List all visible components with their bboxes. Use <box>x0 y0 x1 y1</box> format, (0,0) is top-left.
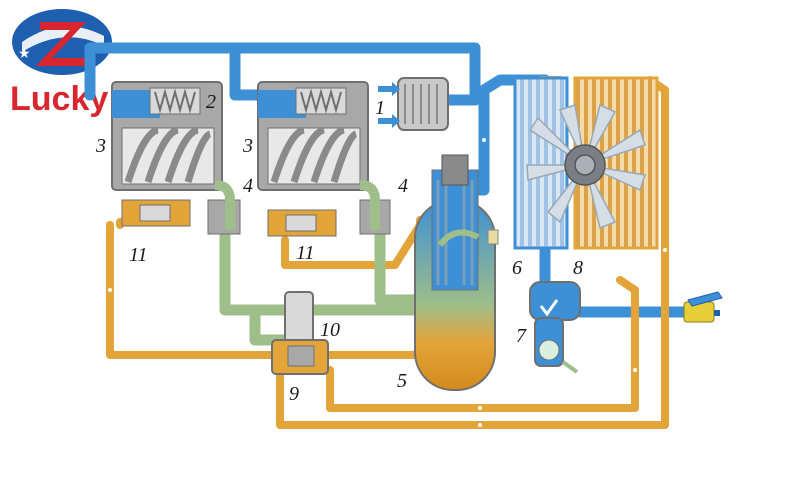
separator-element <box>431 169 479 291</box>
drain-bowl <box>538 339 560 361</box>
label-oil-filter: 9 <box>289 383 299 405</box>
oil-separator-tank <box>414 154 499 391</box>
intake-chamber <box>112 90 160 118</box>
label-compressor-left: 3 <box>95 135 106 157</box>
label-compressor-right: 3 <box>242 135 253 157</box>
swirl-arrow-icon <box>437 229 480 247</box>
component-labels: 1 2 3 3 4 4 5 6 7 8 9 10 11 11 <box>95 91 583 405</box>
intake-chamber <box>258 90 306 118</box>
moisture-separator <box>529 281 581 374</box>
label-moisture-separator: 7 <box>516 325 527 347</box>
airflow-arrow-icon <box>378 114 400 128</box>
sight-gauge <box>487 229 499 245</box>
cooling-fan-icon <box>526 103 646 230</box>
intake-pipe-top <box>84 42 481 106</box>
mix-pipe-left <box>219 220 420 316</box>
aftercooler <box>513 76 569 250</box>
label-aftercooler: 6 <box>512 257 522 279</box>
oil-return-inner <box>326 276 639 412</box>
label-oil-separator: 5 <box>397 370 407 392</box>
oil-cutoff-valve <box>271 291 329 375</box>
label-check-valve-left: 4 <box>243 175 253 197</box>
airflow-arrow-icon <box>378 82 400 96</box>
label-check-valve-right: 4 <box>398 175 408 197</box>
logo-star-icon: ★ <box>18 46 31 62</box>
check-valve-left <box>207 199 241 235</box>
oil-pipe-left <box>106 221 279 359</box>
check-mark-icon <box>539 299 559 317</box>
flow-markers <box>108 138 667 427</box>
compressor-unit-right <box>257 81 391 237</box>
cooler-assembly <box>513 76 659 250</box>
oil-return-outer <box>276 76 669 429</box>
brand-logo: ★ Lucky <box>10 9 112 118</box>
compressor-unit-left <box>111 81 241 235</box>
label-oil-cooler: 8 <box>573 257 583 279</box>
label-thermo-valve-right: 11 <box>296 242 315 264</box>
mix-pipe-right <box>374 220 420 306</box>
oil-cooler <box>573 76 659 250</box>
valve-handle <box>687 291 723 307</box>
label-cutoff-valve: 10 <box>320 319 340 341</box>
logo-z-mark <box>36 22 92 66</box>
discharge-ball-valve <box>683 291 723 323</box>
intake-pipe-branch <box>229 42 271 101</box>
label-air-filter: 1 <box>375 97 385 119</box>
label-intake-valve: 2 <box>206 91 216 113</box>
label-thermo-valve-left: 11 <box>129 244 148 266</box>
air-filter <box>378 77 449 131</box>
logo-swoosh <box>22 26 104 52</box>
